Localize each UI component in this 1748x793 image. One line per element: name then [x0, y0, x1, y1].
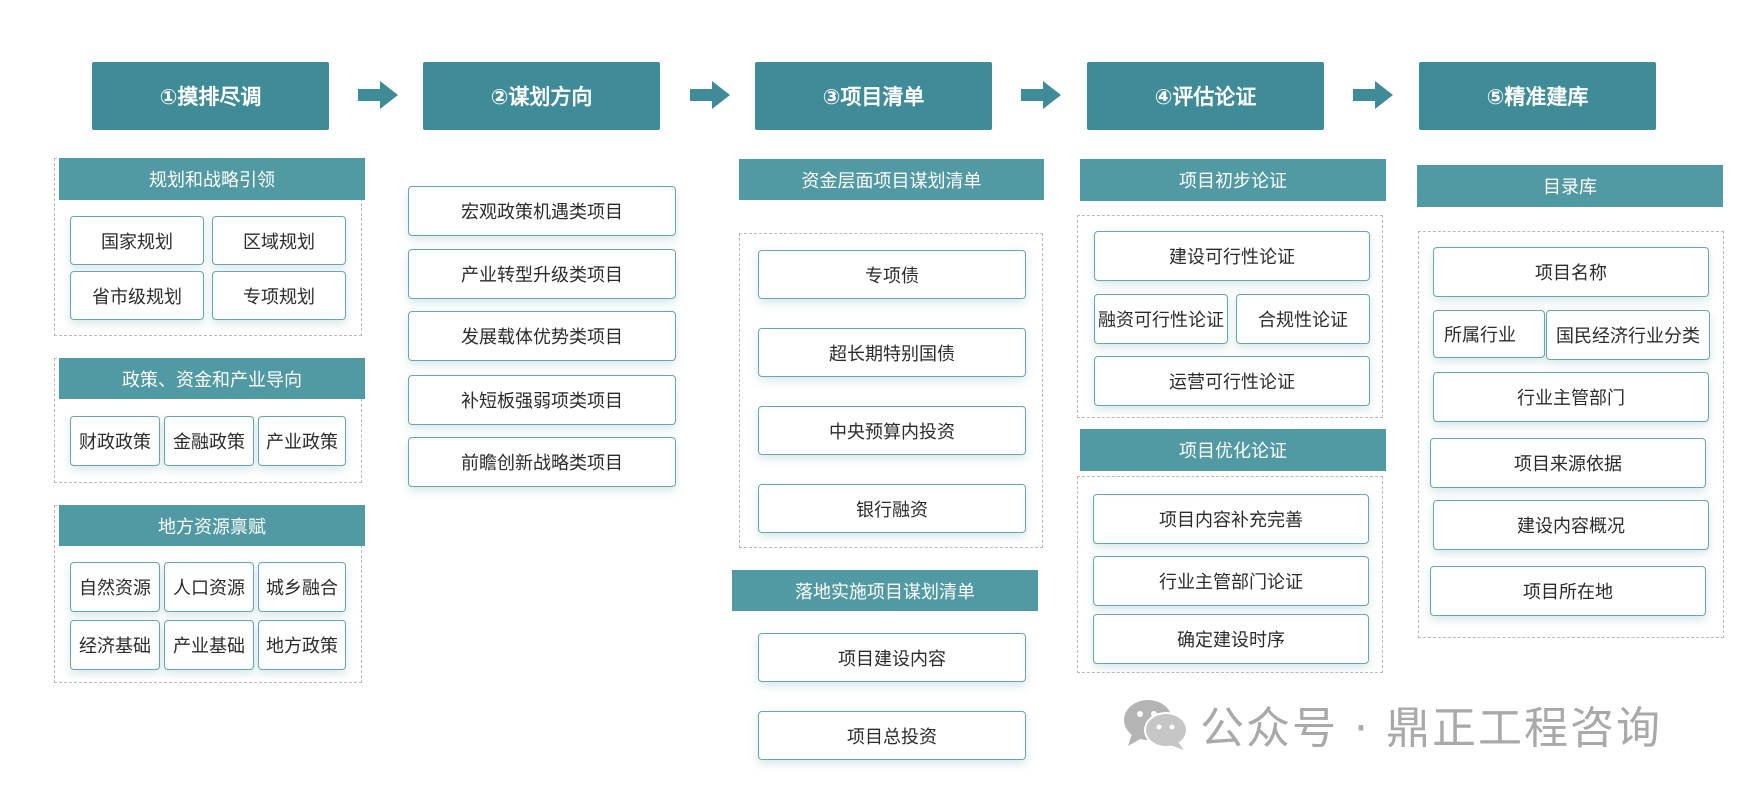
step-5-header: ⑤精准建库 — [1419, 62, 1656, 130]
col3-group-1 — [739, 233, 1043, 548]
arrow-right-icon — [358, 81, 398, 109]
col1-item: 城乡融合 — [258, 562, 346, 612]
col4-group-2 — [1077, 476, 1383, 673]
col3-item: 中央预算内投资 — [758, 406, 1026, 455]
step-2-header: ②谋划方向 — [423, 62, 660, 130]
col1-item: 经济基础 — [70, 620, 160, 670]
step-4-header: ④评估论证 — [1087, 62, 1324, 130]
col1-item: 财政政策 — [70, 416, 160, 466]
col1-item: 自然资源 — [70, 562, 160, 612]
col4-section-2-title: 项目优化论证 — [1080, 429, 1386, 471]
col5-item: 行业主管部门 — [1433, 372, 1709, 422]
col1-item: 国家规划 — [70, 216, 204, 265]
wechat-icon — [1124, 700, 1188, 750]
col5-item: 所属行业 — [1433, 310, 1545, 358]
arrow-right-icon — [1353, 81, 1393, 109]
col5-item: 项目来源依据 — [1430, 438, 1706, 488]
col5-title: 目录库 — [1417, 165, 1723, 207]
col5-group — [1418, 231, 1724, 638]
col1-item: 人口资源 — [164, 562, 254, 612]
col4-item: 确定建设时序 — [1093, 614, 1369, 664]
col4-item: 融资可行性论证 — [1094, 294, 1228, 344]
col4-section-1-title: 项目初步论证 — [1080, 159, 1386, 201]
col3-item: 项目建设内容 — [758, 633, 1026, 682]
step-3-header: ③项目清单 — [755, 62, 992, 130]
arrow-right-icon — [690, 81, 730, 109]
col1-item: 区域规划 — [212, 216, 346, 265]
col4-item: 建设可行性论证 — [1094, 231, 1370, 281]
col5-item: 国民经济行业分类 — [1546, 310, 1710, 360]
watermark-text: 公众号 · 鼎正工程咨询 — [1200, 703, 1662, 754]
col2-item: 发展载体优势类项目 — [408, 311, 676, 361]
col3-item: 银行融资 — [758, 484, 1026, 533]
col3-item: 专项债 — [758, 250, 1026, 299]
col3-section-1-title: 资金层面项目谋划清单 — [739, 159, 1044, 200]
col1-item: 省市级规划 — [70, 271, 204, 320]
col4-item: 运营可行性论证 — [1094, 356, 1370, 406]
col1-section-2-title: 政策、资金和产业导向 — [59, 358, 365, 399]
col2-item: 宏观政策机遇类项目 — [408, 186, 676, 236]
col5-item: 项目名称 — [1433, 247, 1709, 297]
col3-section-2-title: 落地实施项目谋划清单 — [732, 570, 1038, 611]
col5-item: 建设内容概况 — [1433, 500, 1709, 550]
col3-item: 超长期特别国债 — [758, 328, 1026, 377]
col1-item: 地方政策 — [258, 620, 346, 670]
col3-item: 项目总投资 — [758, 711, 1026, 760]
arrow-right-icon — [1021, 81, 1061, 109]
col1-item: 专项规划 — [212, 271, 346, 320]
col1-section-1-title: 规划和战略引领 — [59, 158, 365, 200]
col1-section-3-title: 地方资源禀赋 — [59, 505, 365, 546]
col5-item: 项目所在地 — [1430, 566, 1706, 616]
col2-item: 产业转型升级类项目 — [408, 249, 676, 299]
step-1-header: ①摸排尽调 — [92, 62, 329, 130]
watermark: 公众号 · 鼎正工程咨询 — [1122, 693, 1697, 755]
col2-item: 前瞻创新战略类项目 — [408, 437, 676, 487]
col2-item: 补短板强弱项类项目 — [408, 375, 676, 425]
col1-item: 产业政策 — [258, 416, 346, 466]
col1-item: 产业基础 — [164, 620, 254, 670]
col4-group-1 — [1077, 215, 1383, 418]
col1-item: 金融政策 — [164, 416, 254, 466]
col4-item: 合规性论证 — [1236, 294, 1370, 344]
col4-item: 行业主管部门论证 — [1093, 556, 1369, 606]
col4-item: 项目内容补充完善 — [1093, 494, 1369, 544]
